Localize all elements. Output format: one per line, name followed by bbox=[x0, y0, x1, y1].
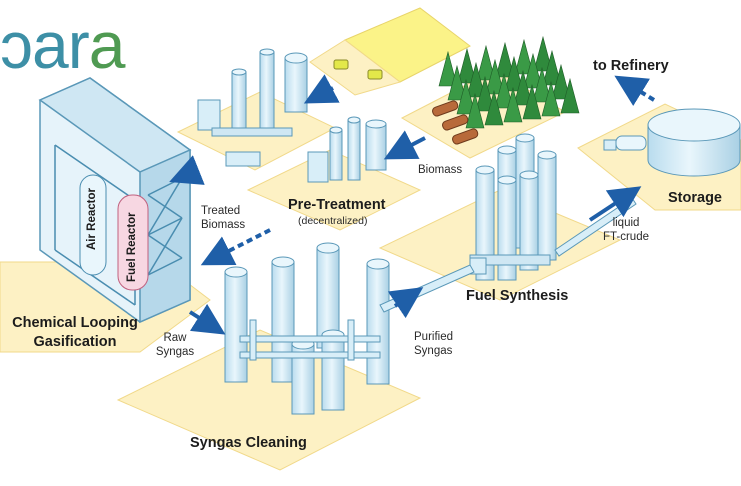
tree-icon bbox=[532, 66, 552, 103]
syngas-cleaning-equipment bbox=[224, 242, 390, 415]
platform-field bbox=[309, 7, 471, 96]
label-gasification: Chemical Looping Gasification bbox=[12, 315, 138, 350]
tree-icon bbox=[475, 75, 495, 112]
platform-pretreatment bbox=[246, 149, 422, 231]
tree-icon bbox=[494, 72, 514, 109]
label-raw-syngas: Raw Syngas bbox=[155, 332, 195, 358]
label-liquid-crude: liquid FT-crude bbox=[602, 217, 649, 243]
logo-fragment: ɔ bbox=[0, 8, 33, 82]
fuel-synthesis-equipment bbox=[469, 133, 557, 281]
label-pretreatment-sub: (decentralized) bbox=[298, 215, 368, 227]
storage-tank bbox=[647, 108, 741, 177]
tree-icon bbox=[513, 69, 533, 106]
company-logo: ɔara bbox=[0, 12, 125, 78]
label-storage: Storage bbox=[668, 190, 722, 206]
forest bbox=[438, 35, 580, 129]
air-reactor-label: Air Reactor bbox=[86, 188, 98, 250]
tree-icon bbox=[438, 50, 458, 87]
central-plant-equipment bbox=[197, 48, 308, 167]
tree-icon bbox=[484, 89, 504, 126]
logo-text: ar bbox=[32, 8, 90, 82]
label-treated-biomass: Treated Biomass bbox=[201, 205, 246, 231]
harvester-icons bbox=[333, 59, 383, 80]
label-to-refinery: to Refinery bbox=[593, 58, 669, 74]
label-biomass: Biomass bbox=[418, 164, 463, 176]
tree-icon bbox=[456, 78, 476, 115]
tree-icon bbox=[465, 92, 485, 129]
tree-icon bbox=[503, 86, 523, 123]
gasifier-building bbox=[38, 77, 192, 324]
logo-text-end: a bbox=[88, 8, 126, 82]
log-piles bbox=[432, 100, 479, 145]
label-syngas-cleaning: Syngas Cleaning bbox=[190, 435, 307, 451]
label-fuel-synthesis: Fuel Synthesis bbox=[466, 288, 569, 304]
tanker-truck bbox=[603, 135, 647, 151]
tree-icon bbox=[447, 64, 467, 101]
flow-arrows bbox=[169, 74, 656, 335]
platform-syngas-cleaning bbox=[116, 329, 422, 471]
tree-icon bbox=[560, 77, 580, 114]
tree-icon bbox=[551, 63, 571, 100]
tree-icon bbox=[522, 83, 542, 120]
fuel-reactor-label: Fuel Reactor bbox=[126, 212, 138, 282]
label-purified-syngas: Purified Syngas bbox=[414, 331, 453, 357]
tree-icon bbox=[541, 80, 561, 117]
label-pretreatment: Pre-Treatment bbox=[288, 197, 386, 213]
